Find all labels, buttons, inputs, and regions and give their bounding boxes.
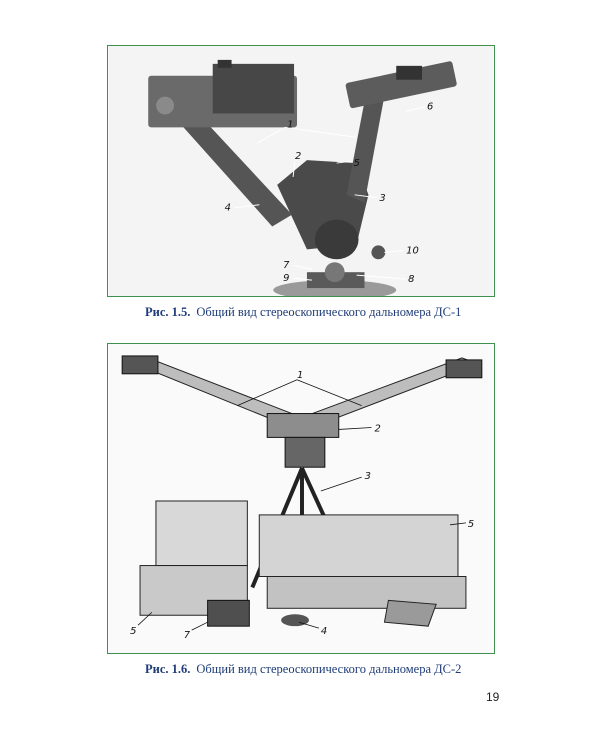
rangefinder-ds1-photo: 1 2 3 4 5 6 7 8 9 10	[108, 46, 494, 296]
callout-8: 8	[408, 274, 414, 285]
callout-1: 1	[297, 370, 303, 381]
callout-7: 7	[283, 260, 290, 271]
page-number: 19	[486, 690, 500, 704]
callout-2: 2	[375, 423, 381, 434]
callout-3: 3	[365, 471, 371, 482]
rangefinder-ds2-drawing: 1 2 3 4 5 5 7	[108, 344, 494, 653]
callout-5-left: 5	[130, 626, 136, 637]
callout-7: 7	[184, 630, 191, 641]
figure-caption-1-6: Рис. 1.6. Общий вид стереоскопического да…	[145, 662, 461, 677]
figure-number: Рис. 1.6.	[145, 662, 191, 676]
figure-1-5: 1 2 3 4 5 6 7 8 9 10	[107, 45, 495, 297]
callout-4: 4	[225, 203, 231, 214]
figure-caption-text: Общий вид стереоскопического дальномера …	[196, 305, 462, 319]
callout-1: 1	[287, 119, 293, 130]
callout-5-right: 5	[468, 519, 474, 530]
callout-3: 3	[379, 193, 385, 204]
callout-5: 5	[354, 158, 360, 169]
callout-6: 6	[427, 101, 433, 112]
callout-9: 9	[283, 273, 289, 284]
figure-number: Рис. 1.5.	[145, 305, 191, 319]
figure-caption-1-5: Рис. 1.5. Общий вид стереоскопического да…	[145, 305, 461, 320]
callout-10: 10	[406, 245, 419, 256]
figure-caption-text: Общий вид стереоскопического дальномера …	[196, 662, 462, 676]
figure-1-6: 1 2 3 4 5 5 7	[107, 343, 495, 654]
callout-4: 4	[321, 626, 327, 637]
callout-2: 2	[295, 151, 301, 162]
